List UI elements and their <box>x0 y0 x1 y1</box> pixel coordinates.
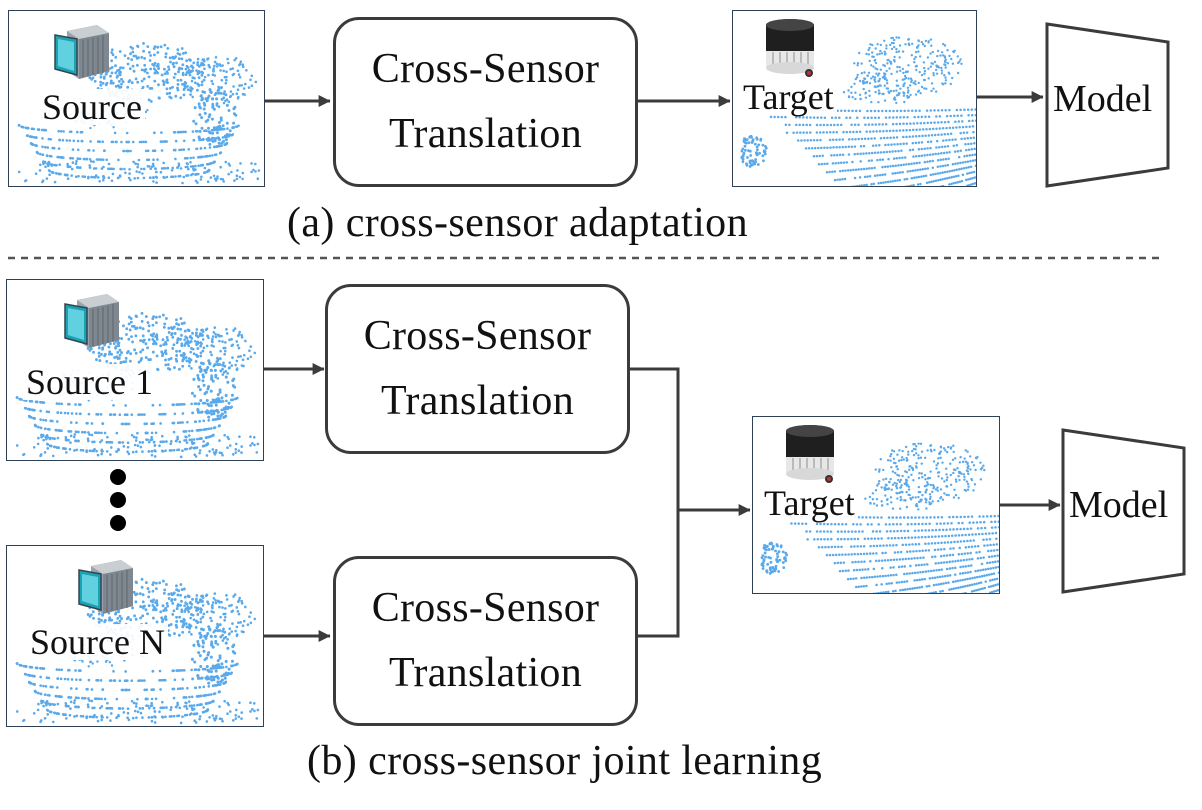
translation-title-line2: Translation <box>388 111 583 157</box>
spinning-lidar-icon <box>766 19 814 77</box>
translation-title-line1: Cross-Sensor <box>363 312 592 359</box>
target-scan-panel-a: Target <box>732 10 977 187</box>
model-label-a: Model <box>1053 78 1153 120</box>
cross-sensor-translation-box-a: Cross-Sensor Translation <box>333 17 638 187</box>
source-label-a: Source <box>39 89 145 125</box>
target-label-b: Target <box>761 485 858 521</box>
sourceN-point-cloud <box>15 577 260 725</box>
merge-line-top <box>630 367 680 510</box>
source1-label: Source 1 <box>23 364 156 400</box>
spinning-lidar-icon <box>786 425 834 483</box>
cross-sensor-translation-box-b2: Cross-Sensor Translation <box>333 556 638 726</box>
target-label-a: Target <box>740 79 837 115</box>
merge-line-bottom <box>638 510 680 638</box>
target-point-cloud-b <box>760 442 999 593</box>
source1-scan-panel: Source 1 <box>6 279 264 461</box>
translation-title-line2: Translation <box>380 378 575 424</box>
model-label-b: Model <box>1069 484 1169 526</box>
model-shape-a <box>1045 22 1170 188</box>
vertical-ellipsis-icon <box>110 469 126 531</box>
translation-title-line2: Translation <box>388 650 583 696</box>
model-shape-b <box>1061 428 1186 594</box>
translation-title-line1: Cross-Sensor <box>371 584 600 631</box>
caption-a: (a) cross-sensor adaptation <box>287 200 748 246</box>
cross-sensor-translation-box-b1: Cross-Sensor Translation <box>325 284 630 454</box>
target-point-cloud-a <box>740 36 976 186</box>
source1-point-cloud <box>15 311 260 459</box>
caption-b: (b) cross-sensor joint learning <box>307 738 823 784</box>
target-scan-panel-b: Target <box>752 416 1000 594</box>
solid-state-lidar-icon <box>54 25 109 79</box>
source-point-cloud-a <box>17 42 261 185</box>
source-scan-panel-a: Source <box>8 10 265 187</box>
solid-state-lidar-icon <box>64 294 119 348</box>
sourceN-label: Source N <box>27 624 168 660</box>
sourceN-scan-panel: Source N <box>6 545 264 727</box>
translation-title-line1: Cross-Sensor <box>371 45 600 92</box>
solid-state-lidar-icon <box>78 560 133 614</box>
